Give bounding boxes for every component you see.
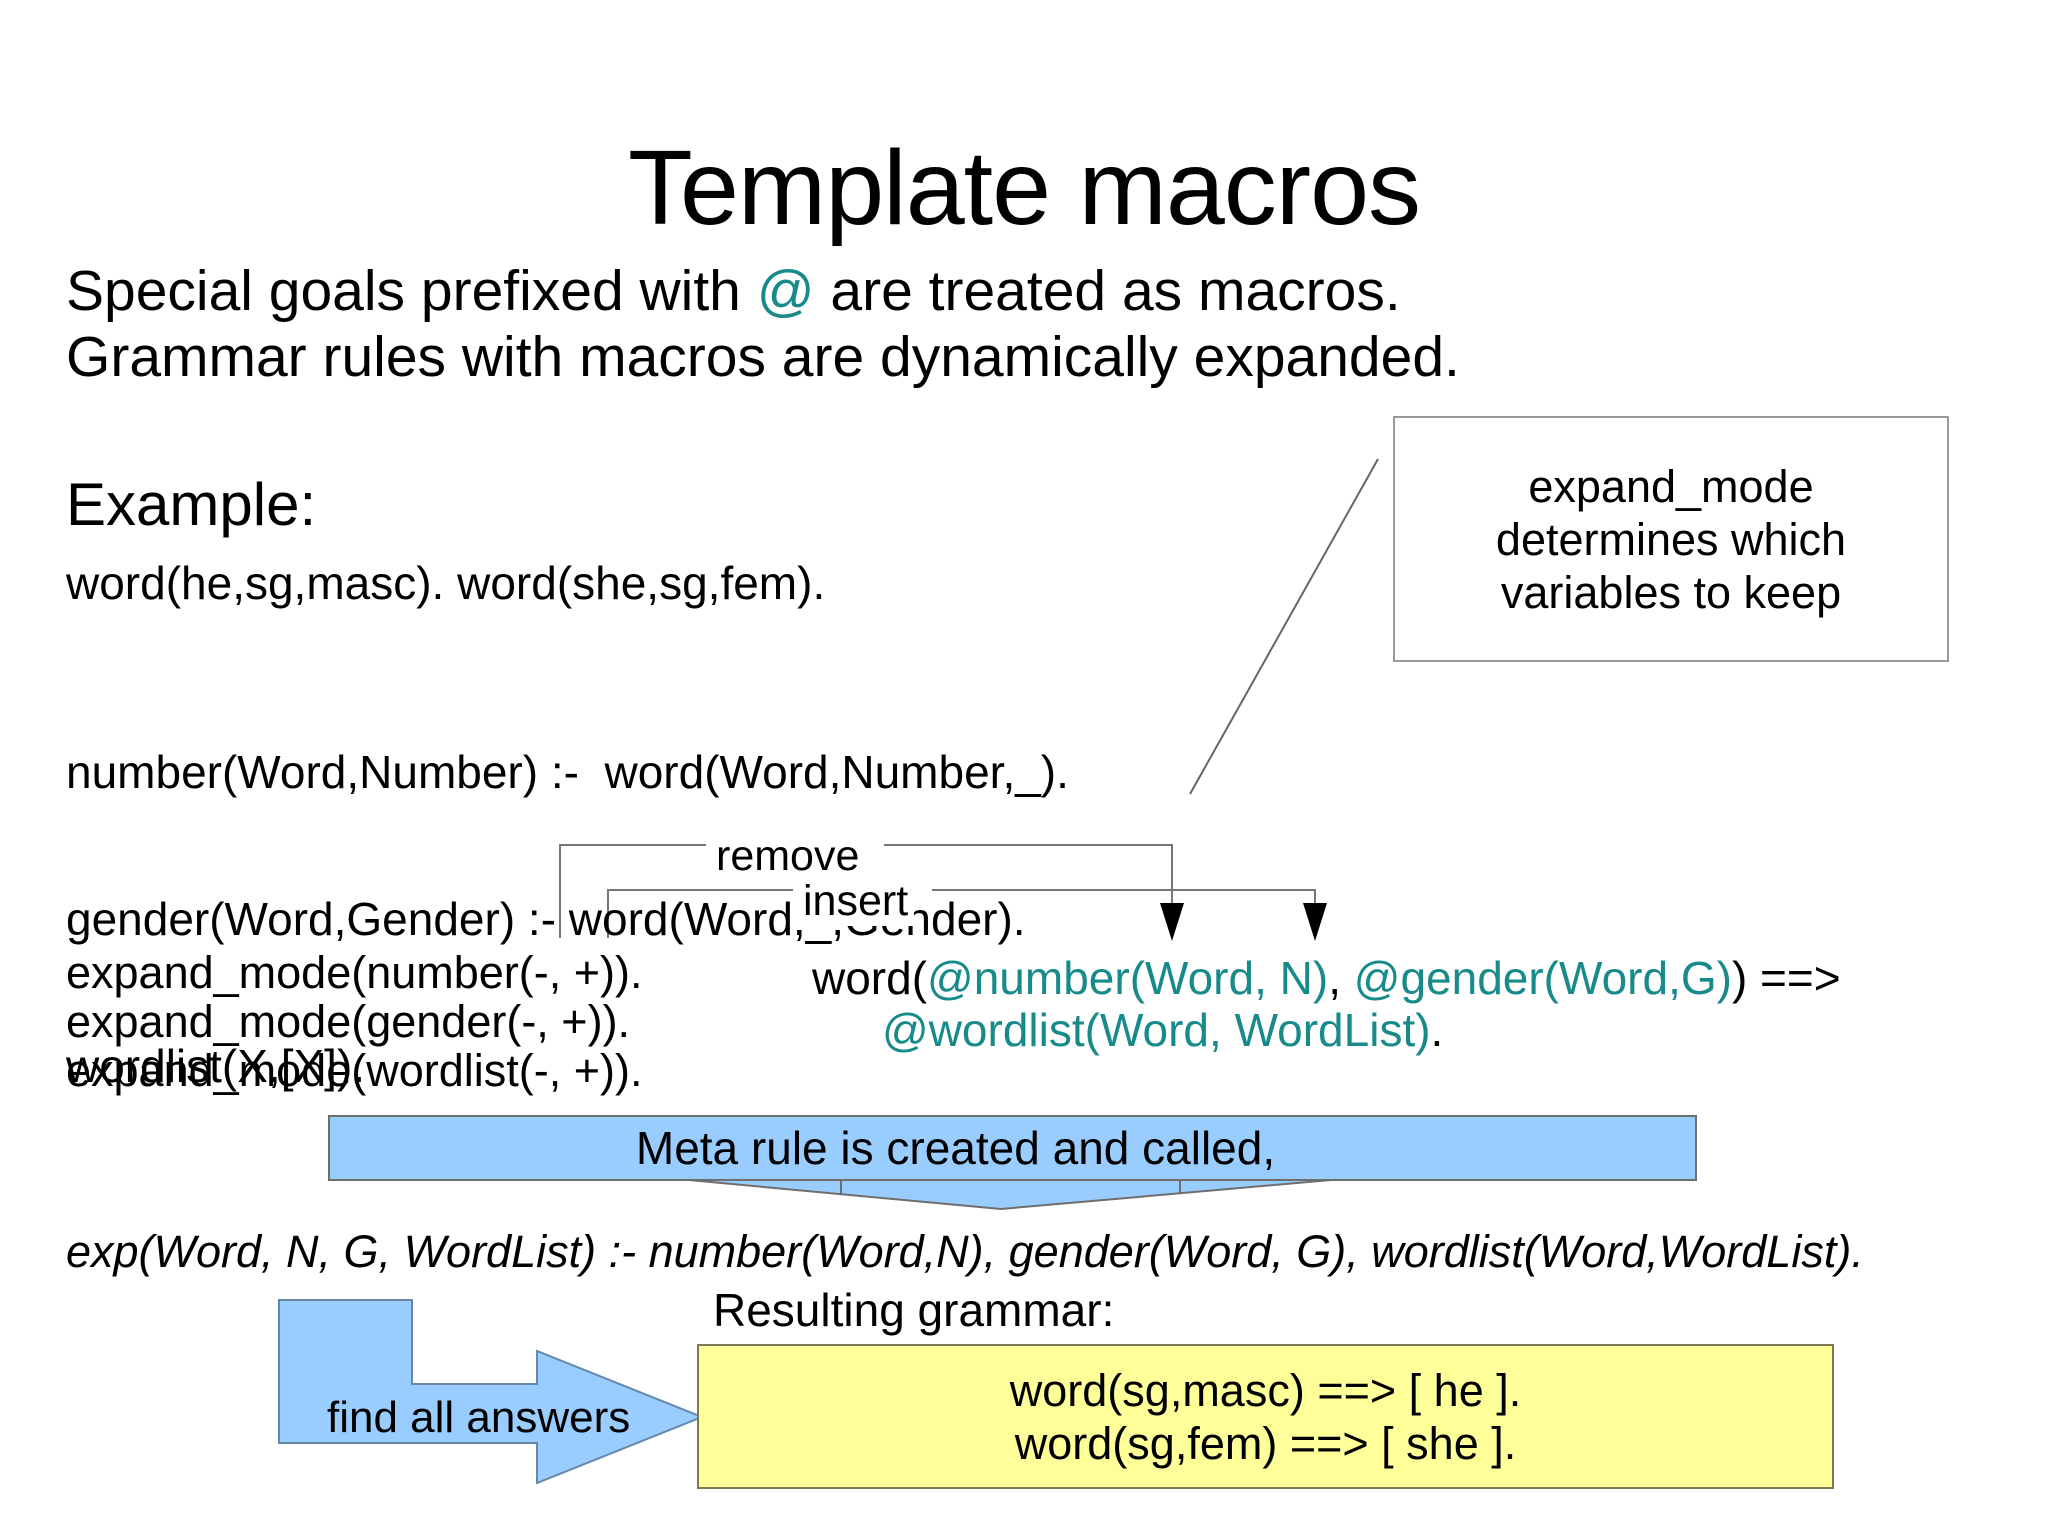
expand-mode-note-box: expand_mode determines which variables t…: [1393, 416, 1949, 662]
insert-right-connector: [932, 889, 1316, 905]
remove-right-connector: [884, 844, 1173, 905]
rule-line: wordlist(X,[X]).: [66, 1040, 366, 1092]
find-all-answers-label: find all answers: [327, 1393, 631, 1442]
macro-rule-line-2: @wordlist(Word, WordList).: [882, 1004, 1841, 1056]
expand-mode-line: expand_mode(number(-, +)).: [66, 947, 643, 998]
intro-line1-post: are treated as macros.: [814, 259, 1401, 323]
resulting-grammar-heading: Resulting grammar:: [713, 1284, 1115, 1336]
macro-rule-tail: ) ==>: [1731, 952, 1841, 1004]
remove-left-connector: [559, 844, 706, 938]
page-title: Template macros: [627, 129, 1421, 247]
note-box-text: expand_mode determines which variables t…: [1496, 460, 1846, 619]
macro-rule-separator: ,: [1328, 952, 1354, 1004]
resulting-grammar-line: word(sg,fem) ==> [ she ].: [1014, 1417, 1517, 1469]
rule-line: gender(Word,Gender) :- word(Word,_,Gende…: [66, 893, 1026, 945]
note-box-line: variables to keep: [1500, 566, 1842, 618]
insert-left-connector: [607, 889, 793, 938]
intro-line-2: Grammar rules with macros are dynamicall…: [66, 325, 1460, 389]
at-macro-symbol: @: [756, 259, 815, 323]
resulting-grammar-box: word(sg,masc) ==> [ he ]. word(sg,fem) =…: [697, 1344, 1834, 1489]
expand-mode-declarations: expand_mode(number(-, +)). expand_mode(g…: [66, 948, 643, 1095]
macro-wordlist-call: @wordlist(Word, WordList): [882, 1004, 1431, 1056]
macro-rule-head: word(: [812, 952, 928, 1004]
expanded-meta-rule: exp(Word, N, G, WordList) :- number(Word…: [66, 1226, 1864, 1277]
expand-mode-line: expand_mode(wordlist(-, +)).: [66, 1045, 643, 1096]
insert-arrowhead-icon: [1303, 903, 1327, 941]
macro-rule-period: .: [1430, 1004, 1444, 1056]
note-box-line: determines which: [1495, 513, 1847, 565]
macro-grammar-rule: word(@number(Word, N), @gender(Word,G)) …: [812, 952, 1841, 1056]
macro-gender-call: @gender(Word,G): [1353, 952, 1732, 1004]
insert-label: insert: [797, 877, 915, 926]
intro-text: Special goals prefixed with @ are treate…: [66, 258, 1460, 390]
intro-line1-pre: Special goals prefixed with: [66, 259, 757, 323]
banner-arrow-right-edge: [1000, 1177, 1355, 1210]
meta-rule-banner-text: Meta rule is created and called,: [635, 1122, 1276, 1174]
macro-rule-line-1: word(@number(Word, N), @gender(Word,G)) …: [812, 952, 1841, 1004]
find-arrow-shape: [278, 1299, 705, 1485]
rule-line: number(Word,Number) :- word(Word,Number,…: [66, 746, 1069, 798]
meta-rule-banner: Meta rule is created and called,: [328, 1115, 1697, 1181]
note-box-line: expand_mode: [1528, 460, 1814, 512]
notebox-pointer-line: [1189, 458, 1379, 795]
banner-arrow-left-edge: [666, 1177, 1002, 1210]
example-facts: word(he,sg,masc). word(she,sg,fem).: [66, 557, 826, 609]
intro-line-1: Special goals prefixed with @ are treate…: [66, 258, 1460, 324]
banner-arrow-shape: [667, 1178, 1354, 1209]
remove-arrowhead-icon: [1160, 903, 1184, 941]
resulting-grammar-line: word(sg,masc) ==> [ he ].: [1009, 1364, 1522, 1416]
example-rules: number(Word,Number) :- word(Word,Number,…: [66, 650, 1069, 1189]
remove-label: remove: [710, 832, 866, 881]
expand-mode-line: expand_mode(gender(-, +)).: [66, 996, 631, 1047]
example-heading: Example:: [66, 471, 317, 538]
macro-number-call: @number(Word, N): [927, 952, 1329, 1004]
